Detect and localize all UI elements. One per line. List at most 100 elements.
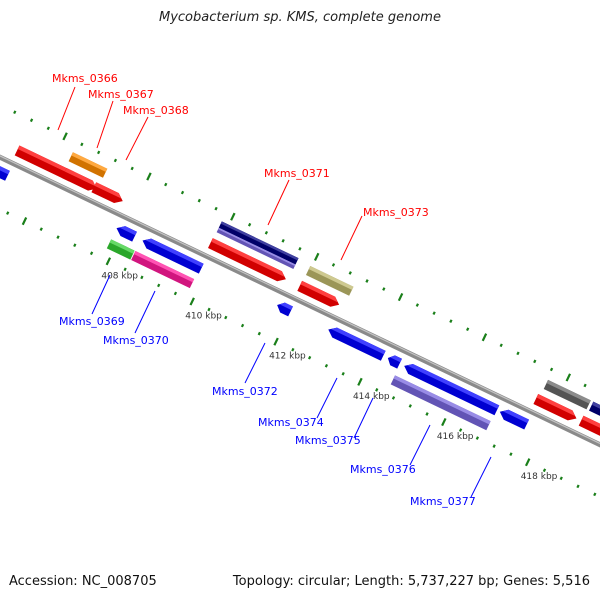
gene-label-leader-line	[57, 86, 76, 131]
minor-tick	[307, 355, 312, 360]
minor-tick	[549, 367, 554, 372]
minor-tick	[39, 227, 43, 231]
gene-feature-highlight	[17, 145, 77, 178]
gene-label[interactable]: Mkms_0371	[264, 167, 330, 180]
minor-tick	[56, 235, 60, 240]
minor-tick	[96, 150, 101, 155]
minor-tick	[432, 311, 436, 315]
gene-label[interactable]: Mkms_0372	[212, 385, 278, 398]
gene-feature-highlight	[581, 415, 600, 436]
gene-feature-highlight	[119, 226, 137, 236]
gene-feature	[208, 238, 286, 282]
gene-feature	[533, 394, 577, 421]
minor-tick	[593, 492, 597, 497]
minor-tick	[375, 388, 379, 392]
minor-tick	[89, 251, 94, 256]
gene-feature-highlight	[71, 152, 108, 172]
gene-label-leader-line	[470, 456, 492, 498]
minor-tick	[80, 142, 84, 147]
gene-feature	[297, 280, 340, 307]
gene-label[interactable]: Mkms_0367	[88, 88, 154, 101]
map-title: Mycobacterium sp. KMS, complete genome	[159, 10, 441, 25]
major-tick	[481, 333, 488, 342]
minor-tick	[173, 291, 178, 296]
minor-tick	[516, 351, 520, 356]
minor-tick	[583, 383, 587, 388]
minor-tick	[458, 428, 463, 432]
gene-label-leader-line	[96, 100, 114, 149]
gene-feature-highlight	[64, 168, 96, 187]
gene-feature	[387, 355, 402, 369]
minor-tick	[559, 476, 563, 481]
major-tick	[357, 377, 363, 386]
gene-feature-highlight	[94, 182, 122, 199]
gene-label-leader-line	[353, 397, 374, 439]
kbp-tick-label: 410 kbp	[185, 311, 222, 321]
minor-tick	[264, 230, 269, 235]
gene-feature-body	[328, 327, 386, 361]
gene-feature-body	[499, 409, 530, 430]
minor-tick	[499, 343, 503, 348]
gene-label[interactable]: Mkms_0377	[410, 495, 476, 508]
minor-tick	[492, 444, 496, 448]
gene-label-leader-line	[267, 179, 290, 226]
minor-tick	[382, 287, 386, 291]
gene-feature-highlight	[546, 379, 591, 404]
gene-label[interactable]: Mkms_0374	[258, 416, 324, 429]
major-tick	[230, 212, 236, 221]
major-tick	[273, 337, 279, 346]
gene-label[interactable]: Mkms_0375	[295, 434, 361, 447]
minor-tick	[73, 243, 77, 248]
gene-feature	[328, 327, 386, 361]
gene-feature-highlight	[145, 238, 204, 268]
major-tick	[441, 417, 447, 427]
kbp-tick-label: 418 kbp	[521, 472, 558, 482]
gene-label[interactable]: Mkms_0370	[103, 334, 169, 347]
gene-feature	[543, 379, 591, 410]
minor-tick	[140, 275, 144, 280]
major-tick	[313, 252, 320, 261]
major-tick	[524, 458, 531, 467]
gene-label[interactable]: Mkms_0373	[363, 206, 429, 219]
major-tick	[189, 297, 195, 306]
gene-label[interactable]: Mkms_0366	[52, 72, 118, 85]
minor-tick	[29, 118, 34, 123]
gene-feature-highlight	[502, 409, 530, 424]
gene-label[interactable]: Mkms_0368	[123, 104, 189, 117]
minor-tick	[466, 327, 470, 332]
minor-tick	[257, 331, 261, 336]
backbone-track	[0, 39, 600, 563]
minor-tick	[291, 347, 295, 352]
gene-feature-highlight	[0, 164, 10, 175]
minor-tick	[224, 315, 228, 320]
gene-feature-highlight	[218, 227, 296, 267]
gene-label[interactable]: Mkms_0369	[59, 315, 125, 328]
gene-label-leader-line	[125, 116, 149, 161]
gene-feature-highlight	[393, 375, 491, 425]
gene-feature-highlight	[308, 266, 354, 290]
gene-label-leader-line	[340, 215, 363, 261]
gene-label-leader-line	[244, 342, 266, 384]
gene-feature	[499, 409, 530, 430]
gene-feature	[14, 145, 78, 182]
kbp-tick-label: 408 kbp	[101, 271, 138, 281]
gene-feature-highlight	[390, 355, 402, 363]
gene-feature	[131, 250, 195, 289]
major-tick	[565, 373, 572, 382]
minor-tick	[130, 166, 134, 171]
minor-tick	[391, 396, 396, 400]
gene-feature-body	[404, 363, 500, 416]
gene-feature	[404, 363, 500, 416]
gene-label-leader-line	[409, 424, 431, 466]
gene-feature-highlight	[220, 221, 299, 261]
gene-label-leader-line	[316, 377, 338, 419]
topology-text: Topology: circular; Length: 5,737,227 bp…	[232, 574, 590, 589]
gene-label[interactable]: Mkms_0376	[350, 463, 416, 476]
minor-tick	[281, 238, 285, 243]
minor-tick	[542, 468, 547, 473]
gene-label-leader-line	[134, 290, 156, 334]
minor-tick	[113, 158, 118, 163]
major-tick	[397, 292, 404, 302]
kbp-tick-label: 416 kbp	[437, 432, 474, 442]
